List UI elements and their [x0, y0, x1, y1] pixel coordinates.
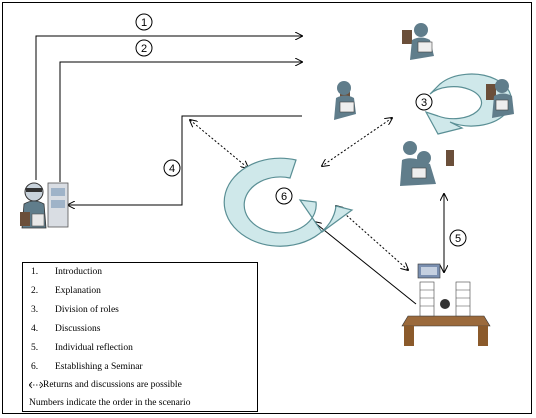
legend-label: Discussions: [55, 324, 101, 334]
step-marker-1: 1: [135, 13, 153, 31]
student-icon-right: [486, 79, 514, 118]
step-marker-5: 5: [449, 229, 467, 247]
cycle-arrow-seminar: [223, 157, 354, 247]
desk-with-papers-icon: [401, 263, 491, 346]
legend-label: Introduction: [55, 267, 102, 277]
legend-number: 1.: [31, 267, 39, 277]
student-icon-top: [402, 23, 434, 60]
step-marker-4: 4: [163, 159, 181, 177]
arrow-explanation: [59, 62, 302, 182]
student-icon-bottom: [400, 141, 454, 186]
legend-number: 3.: [31, 305, 39, 315]
legend-item-3: 3. Division of roles: [31, 305, 119, 315]
legend-item-4: 4. Discussions: [31, 324, 100, 334]
legend-returns-text: Returns and discussions are possible: [43, 380, 182, 390]
step-number-4: 4: [169, 163, 175, 175]
legend-label: Division of roles: [55, 305, 119, 315]
legend-item-1: 1. Introduction: [31, 267, 102, 277]
arrow-to-seminar: [314, 222, 417, 305]
frame-border: [2, 2, 532, 414]
dashed-arrow-discussion-seminar: [190, 120, 248, 168]
step-number-2: 2: [141, 43, 147, 55]
dashed-arrow-desk-seminar: [336, 206, 408, 270]
legend-label: Establishing a Seminar: [55, 362, 143, 372]
teacher-icon: [20, 182, 69, 229]
step-number-6: 6: [281, 191, 287, 203]
arrow-introduction: [35, 36, 302, 180]
step-marker-3: 3: [415, 93, 433, 111]
student-icon-left: [334, 81, 356, 120]
legend-order-note: Numbers indicate the order in the scenar…: [29, 398, 191, 408]
legend-number: 4.: [31, 324, 39, 334]
legend-label: Explanation: [55, 286, 101, 296]
legend-number: 5.: [31, 343, 39, 353]
legend-item-2: 2. Explanation: [31, 286, 101, 296]
step-marker-6: 6: [275, 187, 293, 205]
legend-number: 2.: [31, 286, 39, 296]
step-marker-2: 2: [135, 39, 153, 57]
legend-returns-note: Returns and discussions are possible: [28, 380, 182, 390]
legend-item-6: 6. Establishing a Seminar: [31, 362, 143, 372]
step-number-1: 1: [141, 17, 147, 29]
arrow-discussion-return: [68, 115, 302, 205]
legend-box: 1. Introduction 2. Explanation 3. Division …: [22, 262, 258, 412]
step-number-3: 3: [421, 97, 427, 109]
legend-item-5: 5. Individual reflection: [31, 343, 133, 353]
legend-label: Individual reflection: [55, 343, 133, 353]
dashed-arrow-roles-seminar: [322, 118, 392, 166]
legend-number: 6.: [31, 362, 39, 372]
step-number-5: 5: [455, 233, 461, 245]
double-dashed-arrow-icon: [28, 381, 44, 389]
